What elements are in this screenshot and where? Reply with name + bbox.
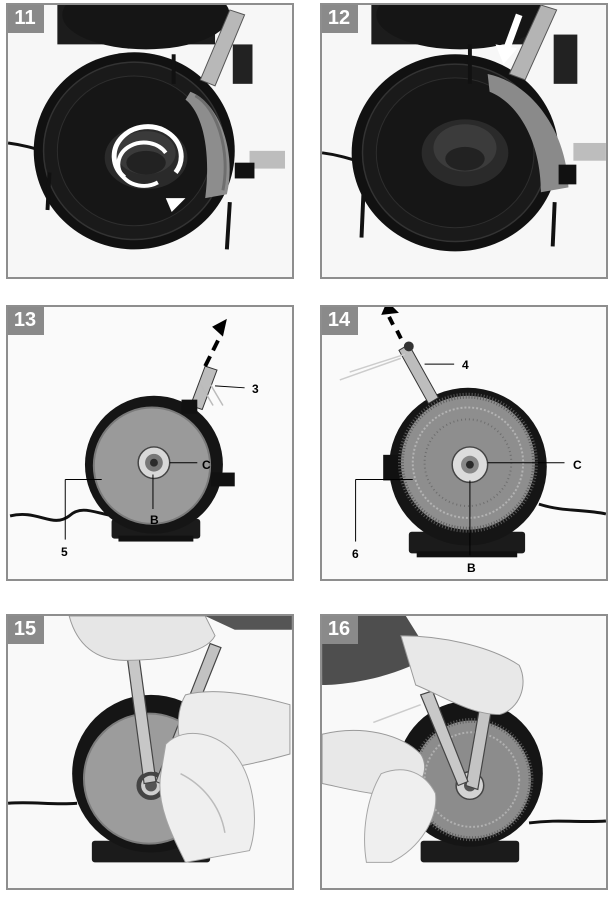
panel-16: 16 (320, 614, 608, 890)
panel-14-illustration (322, 307, 606, 579)
panel-13: 13 3 C B 5 (6, 305, 294, 581)
label-b: B (467, 561, 476, 575)
panel-13-illustration (8, 307, 292, 579)
panel-15: 15 (6, 614, 294, 890)
label-3: 3 (252, 382, 259, 396)
panel-12-illustration (322, 5, 606, 277)
panel-11: 11 (6, 3, 294, 279)
panel-number: 15 (8, 616, 44, 644)
label-c: C (573, 458, 582, 472)
label-6: 6 (352, 547, 359, 561)
panel-number: 12 (322, 5, 358, 33)
panel-16-illustration (322, 616, 606, 888)
panel-12: 12 (320, 3, 608, 279)
panel-14: 14 4 C 6 B (320, 305, 608, 581)
label-4: 4 (462, 358, 469, 372)
label-c: C (202, 458, 211, 472)
panel-number: 16 (322, 616, 358, 644)
label-5: 5 (61, 545, 68, 559)
panel-11-illustration (8, 5, 292, 277)
label-b: B (150, 513, 159, 527)
panel-number: 11 (8, 5, 44, 33)
panel-number: 14 (322, 307, 358, 335)
panel-number: 13 (8, 307, 44, 335)
panel-15-illustration (8, 616, 292, 888)
